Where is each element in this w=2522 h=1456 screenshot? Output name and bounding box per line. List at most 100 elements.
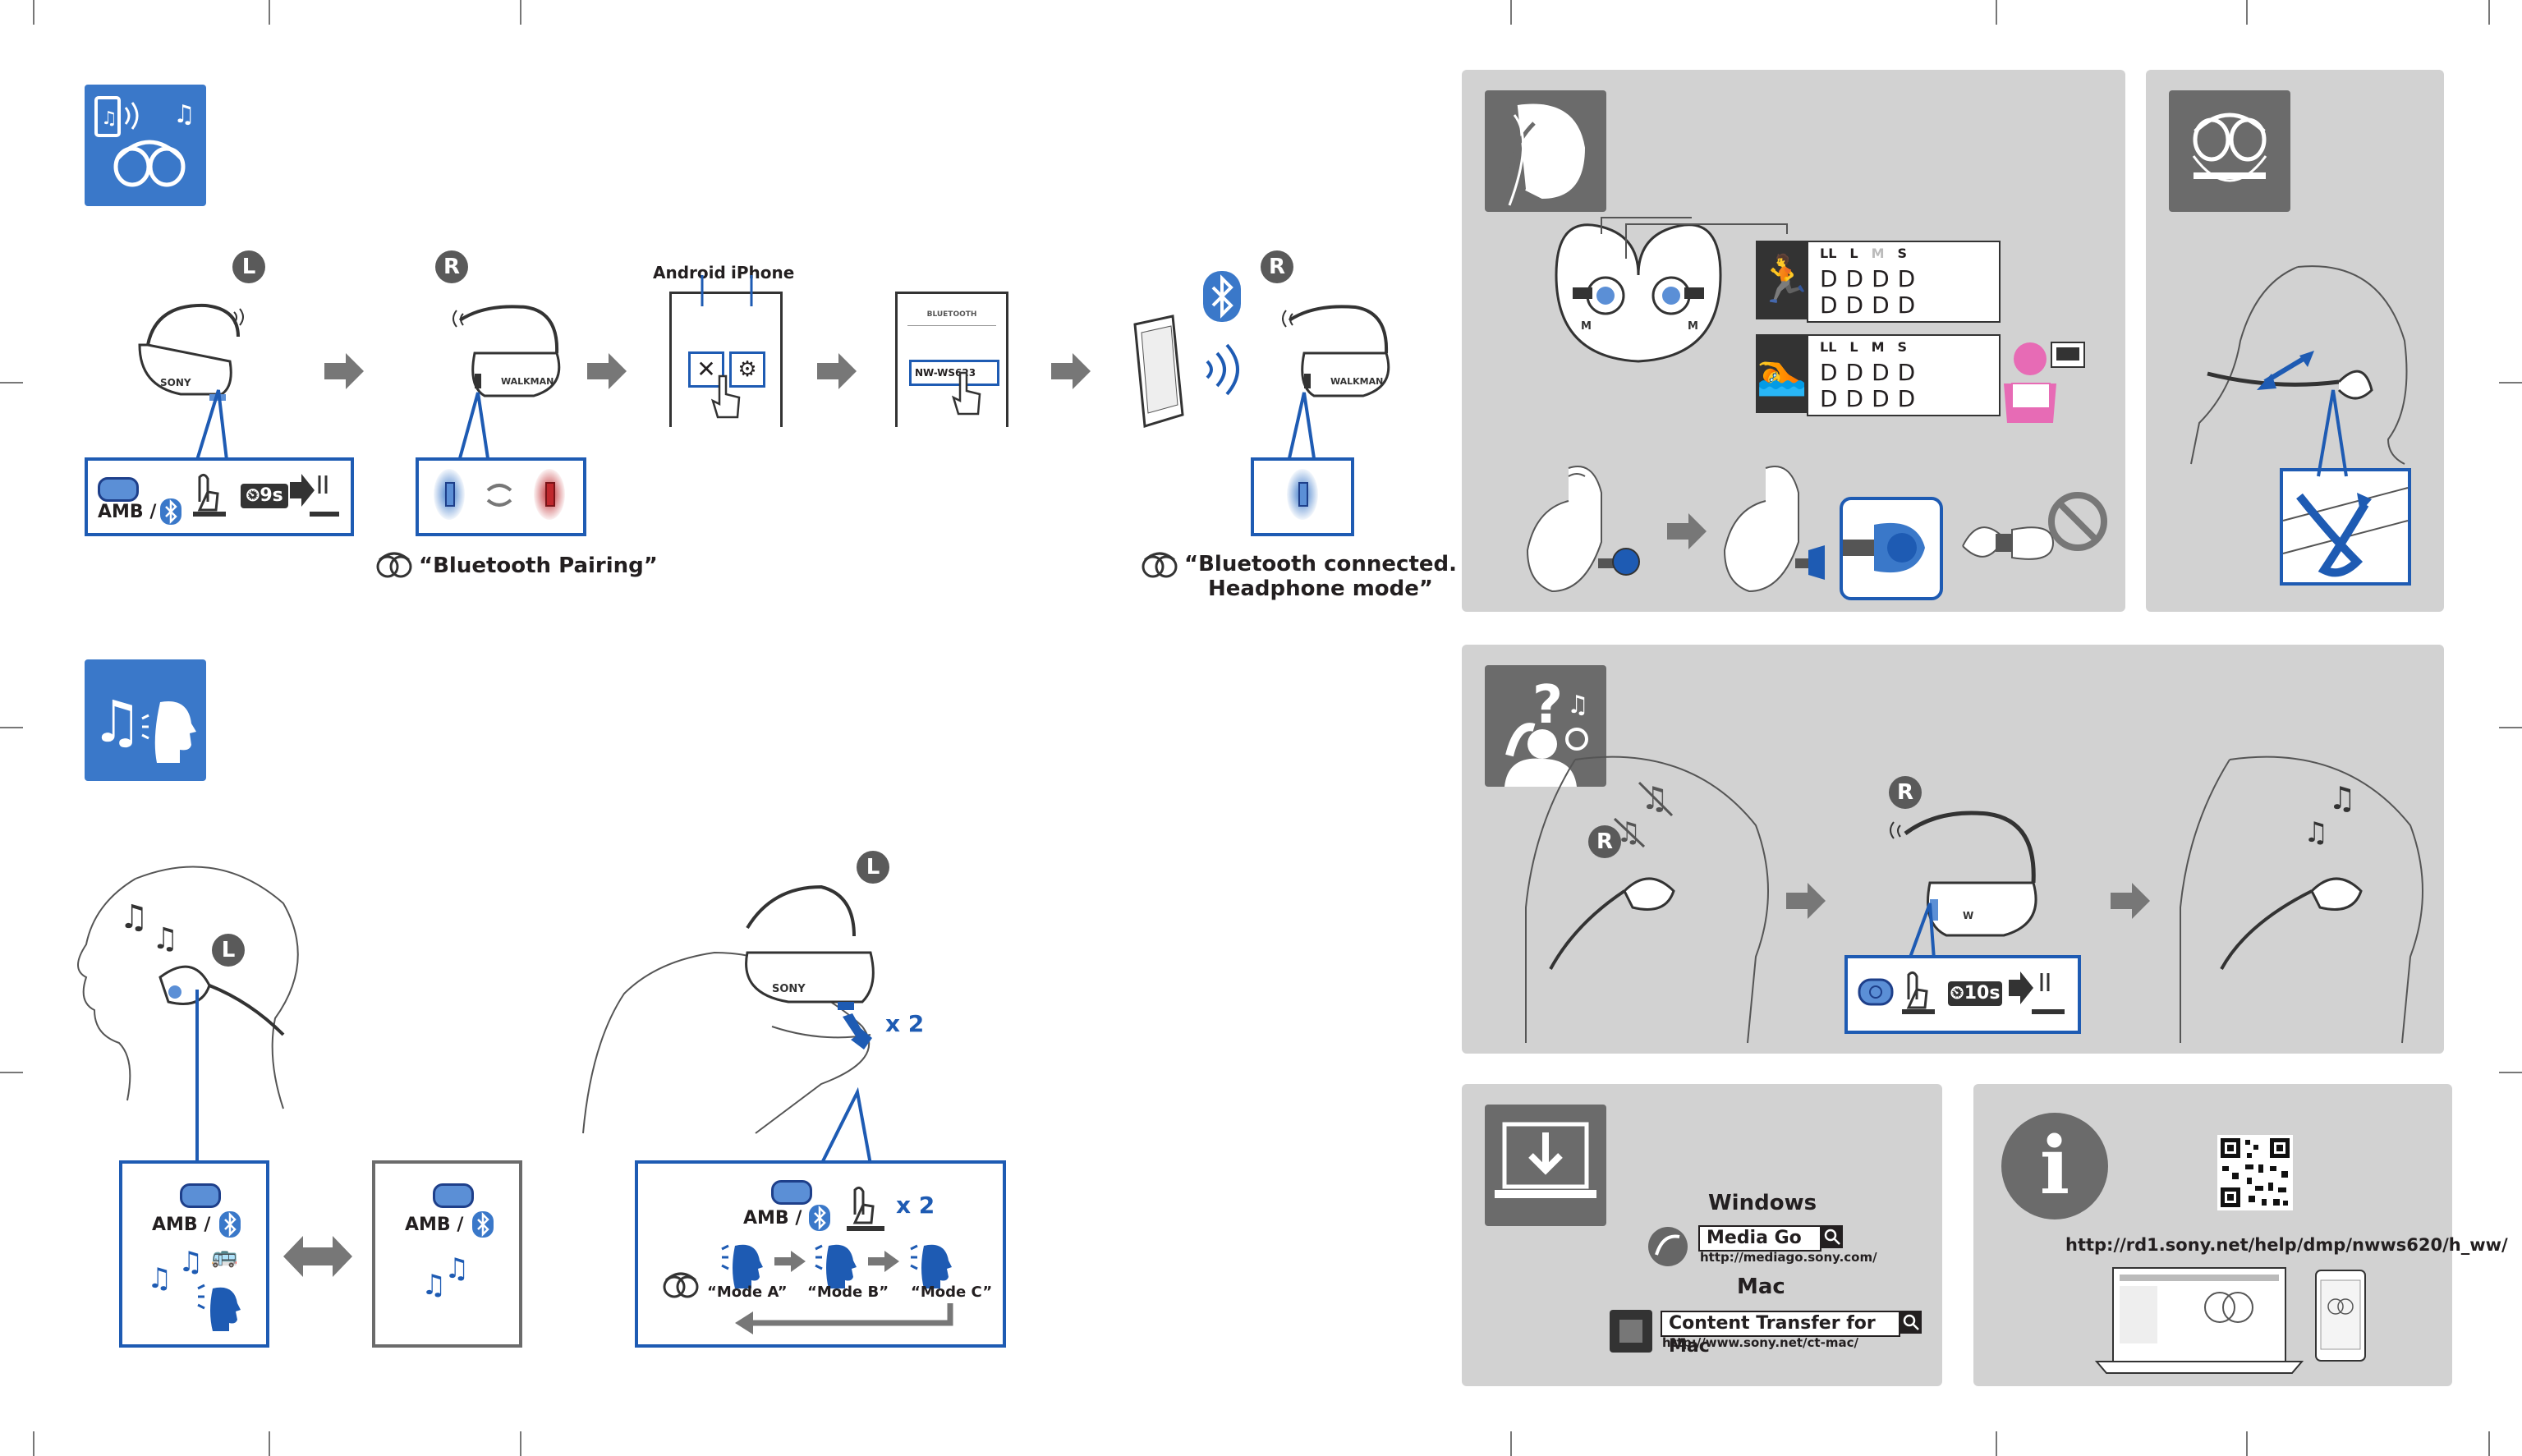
- arrow-right-icon: [868, 1251, 899, 1272]
- music-note-icon: ♫: [178, 1246, 204, 1279]
- callout-pointer: [195, 389, 228, 461]
- neckband-icon: [2169, 90, 2290, 212]
- content-transfer-app-icon: [1610, 1310, 1652, 1353]
- bluetooth-icon: [472, 1211, 494, 1238]
- bluetooth-icon: [809, 1205, 830, 1231]
- voice-head-icon: [910, 1244, 952, 1288]
- ambient-mode-callout: AMB / x 2 “Mode A” “Mode B” “Mode C”: [635, 1160, 1006, 1348]
- ambient-sound-section-icon: ♫: [85, 659, 206, 781]
- amb-button-icon: [771, 1180, 812, 1205]
- press-twice-label: x 2: [885, 1010, 925, 1037]
- callout-pointer: [2317, 389, 2348, 477]
- voice-guide-icon: [1142, 552, 1178, 578]
- tip-detail-callout: [1840, 497, 1943, 600]
- svg-text:♫: ♫: [2304, 816, 2328, 849]
- music-note-icon: ♫: [444, 1252, 470, 1285]
- arrow-right-icon: [774, 1251, 806, 1272]
- release-hand-icon: [2009, 971, 2065, 1014]
- bluetooth-pairing-section-icon: ♫ ♫: [85, 85, 206, 206]
- phone-settings-screen: ✕ ⚙: [669, 292, 783, 427]
- mode-b-label: “Mode B”: [807, 1284, 889, 1301]
- head-with-sound-illustration: ♫ ♫: [2180, 756, 2423, 1044]
- wearing-panel: [2146, 70, 2444, 612]
- earphone-with-tip-illustration: [1723, 466, 1825, 593]
- svg-text:♫: ♫: [152, 922, 178, 956]
- right-side-badge: R: [435, 250, 468, 283]
- connected-led-callout: [1251, 457, 1354, 536]
- left-earphone-illustration: SONY: [138, 303, 244, 401]
- callout-pointer: [820, 1086, 872, 1165]
- media-go-app-icon: [1648, 1227, 1688, 1266]
- running-icon: 🏃: [1756, 241, 1813, 319]
- alternate-icon: [486, 484, 512, 507]
- content-transfer-url[interactable]: http://www.sony.net/ct-mac/: [1662, 1335, 1858, 1350]
- label-leader-lines: [701, 275, 753, 306]
- amb-button-icon: [98, 477, 139, 502]
- press-hand-icon: [1902, 971, 1935, 1014]
- amb-label: AMB /: [743, 1208, 802, 1229]
- device-list-item[interactable]: NW-WS623: [909, 360, 999, 386]
- help-panel: i http://rd1.sony.net/help/dmp/nwws620/h…: [1973, 1084, 2508, 1386]
- voice-head-icon: [197, 1284, 241, 1331]
- info-icon: i: [2001, 1113, 2108, 1219]
- svg-text:?: ?: [1532, 675, 1563, 736]
- mac-label: Mac: [1737, 1275, 1785, 1299]
- laptop-help-page-illustration: [2094, 1267, 2304, 1374]
- media-go-search-field[interactable]: Media Go: [1698, 1225, 1843, 1252]
- press-hand-icon: [843, 1013, 872, 1050]
- right-side-badge: R: [1261, 250, 1293, 283]
- arrow-right-icon: [1786, 883, 1826, 919]
- left-side-badge: L: [857, 851, 889, 884]
- svg-text:W: W: [1963, 910, 1973, 921]
- content-transfer-search-field[interactable]: Content Transfer for Mac: [1661, 1311, 1922, 1357]
- ambient-on-callout: AMB / ♫ ♫ 🚌: [119, 1160, 269, 1348]
- svg-text:♫: ♫: [2328, 780, 2356, 816]
- arrow-right-icon: [324, 353, 364, 389]
- right-earphone-illustration: WALKMAN: [452, 305, 561, 397]
- voice-head-icon: [815, 1244, 857, 1288]
- amb-button-icon: [180, 1183, 221, 1208]
- qr-code[interactable]: [2217, 1135, 2293, 1210]
- right-side-badge: R: [1588, 825, 1621, 858]
- amb-label: AMB /: [98, 502, 157, 522]
- led-blink-callout: [416, 457, 586, 536]
- arrow-right-icon: [1051, 353, 1091, 389]
- android-settings-icon[interactable]: ✕: [688, 351, 724, 388]
- amb-hold-callout: AMB / ⏲9s: [85, 457, 354, 536]
- head-no-sound-illustration: ♫ ♫: [1525, 756, 1769, 1044]
- reset-hold-callout: ⏲10s: [1844, 955, 2081, 1034]
- arrow-right-icon: [817, 353, 857, 389]
- svg-text:M: M: [1581, 320, 1592, 333]
- connected-caption-line1: “Bluetooth connected.: [1184, 552, 1457, 576]
- iphone-settings-icon[interactable]: ⚙: [729, 351, 765, 388]
- svg-text:♫: ♫: [1567, 691, 1589, 719]
- arrow-right-icon: [2111, 883, 2150, 919]
- amb-label: AMB /: [152, 1215, 211, 1235]
- help-url[interactable]: http://rd1.sony.net/help/dmp/nwws620/h_w…: [2065, 1235, 2508, 1255]
- music-note-icon: ♫: [147, 1262, 172, 1295]
- head-with-earphone-illustration: ♫ ♫: [77, 866, 299, 1109]
- tap-hand-icon: [710, 374, 741, 419]
- bracket-lines: [1601, 217, 1788, 259]
- cycle-back-arrow: [735, 1303, 953, 1334]
- smartphone-help-page-illustration: [2315, 1270, 2366, 1362]
- svg-text:♫: ♫: [119, 898, 149, 936]
- connected-caption-line2: Headphone mode”: [1207, 576, 1433, 601]
- svg-text:WALKMAN: WALKMAN: [1330, 376, 1383, 387]
- phone-bluetooth-screen: BLUETOOTH NW-WS623: [895, 292, 1008, 427]
- incorrect-tip-illustration: [1962, 492, 2107, 560]
- mode-a-label: “Mode A”: [707, 1284, 788, 1301]
- troubleshoot-panel: ?♫ ♫ ♫ R R W ⏲10s ♫ ♫: [1462, 645, 2444, 1054]
- media-go-url[interactable]: http://mediago.sony.com/: [1700, 1250, 1877, 1265]
- windows-label: Windows: [1708, 1191, 1817, 1215]
- tap-hand-icon: [951, 371, 981, 416]
- amb-label: AMB /: [405, 1215, 464, 1235]
- search-icon: [1821, 1225, 1843, 1248]
- right-earphone-illustration: W: [1890, 811, 2037, 937]
- voice-guide-icon: [663, 1272, 699, 1298]
- bluetooth-icon: [219, 1211, 241, 1238]
- right-side-badge: R: [1889, 776, 1922, 809]
- callout-pointer: [1288, 392, 1316, 459]
